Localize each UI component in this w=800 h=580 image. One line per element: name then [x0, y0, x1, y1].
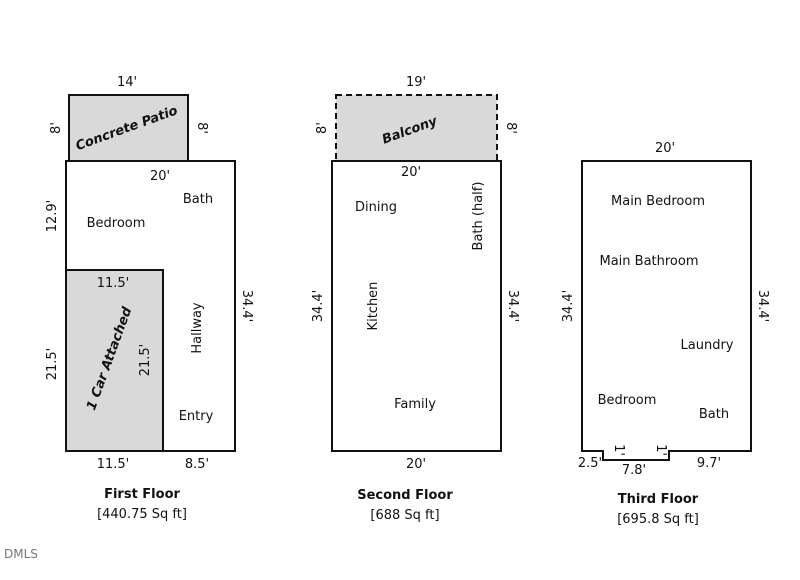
dim-patio-left: 8' [49, 122, 64, 134]
dim-garage-top: 11.5' [97, 276, 130, 291]
room-bedroom-third: Bedroom [598, 393, 657, 408]
dim-third-right: 34.4' [755, 290, 770, 323]
room-family: Family [394, 397, 436, 412]
third-floor-area: [695.8 Sq ft] [617, 512, 699, 527]
dim-first-top: 20' [150, 169, 170, 184]
dim-second-left: 34.4' [311, 290, 326, 323]
second-floor-caption: Second Floor [357, 488, 453, 503]
second-floor-outline [331, 160, 502, 452]
second-floor-plan: Balcony 19' 8' 8' 20' 34.4' 34.4' 20' Di… [311, 75, 520, 523]
room-kitchen: Kitchen [366, 282, 381, 331]
dim-garage-right: 21.5' [138, 344, 153, 377]
dim-first-bottom-right: 8.5' [185, 457, 209, 472]
second-floor-area: [688 Sq ft] [370, 508, 439, 523]
room-bath-half: Bath (half) [471, 182, 486, 251]
dim-first-right: 34.4' [239, 290, 254, 323]
third-floor-caption: Third Floor [618, 492, 699, 507]
dim-balcony-left: 8' [315, 122, 330, 134]
room-bath: Bath [183, 192, 213, 207]
room-bath-third: Bath [699, 407, 729, 422]
balcony [335, 94, 498, 162]
dim-third-notch-left: 1' [611, 444, 626, 456]
first-floor-caption: First Floor [104, 487, 180, 502]
dmls-watermark: DMLS [4, 547, 38, 561]
first-floor-area: [440.75 Sq ft] [97, 507, 187, 522]
dim-patio-width: 14' [117, 75, 137, 90]
dim-garage-left: 21.5' [45, 348, 60, 381]
dim-balcony-width: 19' [406, 75, 426, 90]
dim-third-bottom-left: 2.5' [578, 456, 602, 471]
dim-third-bottom-right: 9.7' [697, 456, 721, 471]
dim-second-right: 34.4' [505, 290, 520, 323]
dim-patio-right: 8' [194, 122, 209, 134]
dim-second-top: 20' [401, 165, 421, 180]
room-entry: Entry [179, 409, 214, 424]
room-bedroom: Bedroom [87, 216, 146, 231]
dim-balcony-right: 8' [503, 122, 518, 134]
room-main-bedroom: Main Bedroom [611, 194, 705, 209]
dim-third-left: 34.4' [561, 290, 576, 323]
room-main-bathroom: Main Bathroom [599, 254, 698, 269]
room-hallway: Hallway [190, 302, 205, 354]
third-floor-outline [581, 160, 752, 461]
room-dining: Dining [355, 200, 397, 215]
room-laundry: Laundry [681, 338, 734, 353]
garage [65, 269, 164, 452]
first-floor-plan: Concrete Patio 1 Car Attached 14' 8' 8' … [45, 75, 254, 522]
dim-first-left-upper: 12.9' [45, 200, 60, 233]
dim-third-bottom-mid: 7.8' [622, 463, 646, 478]
dim-third-top: 20' [655, 141, 675, 156]
dim-first-bottom-left: 11.5' [97, 457, 130, 472]
third-floor-plan: 20' 34.4' 34.4' 2.5' 7.8' 9.7' 1' 1' Mai… [561, 141, 770, 527]
dim-second-bottom: 20' [406, 457, 426, 472]
concrete-patio [68, 94, 189, 162]
dim-third-notch-right: 1' [653, 444, 668, 456]
